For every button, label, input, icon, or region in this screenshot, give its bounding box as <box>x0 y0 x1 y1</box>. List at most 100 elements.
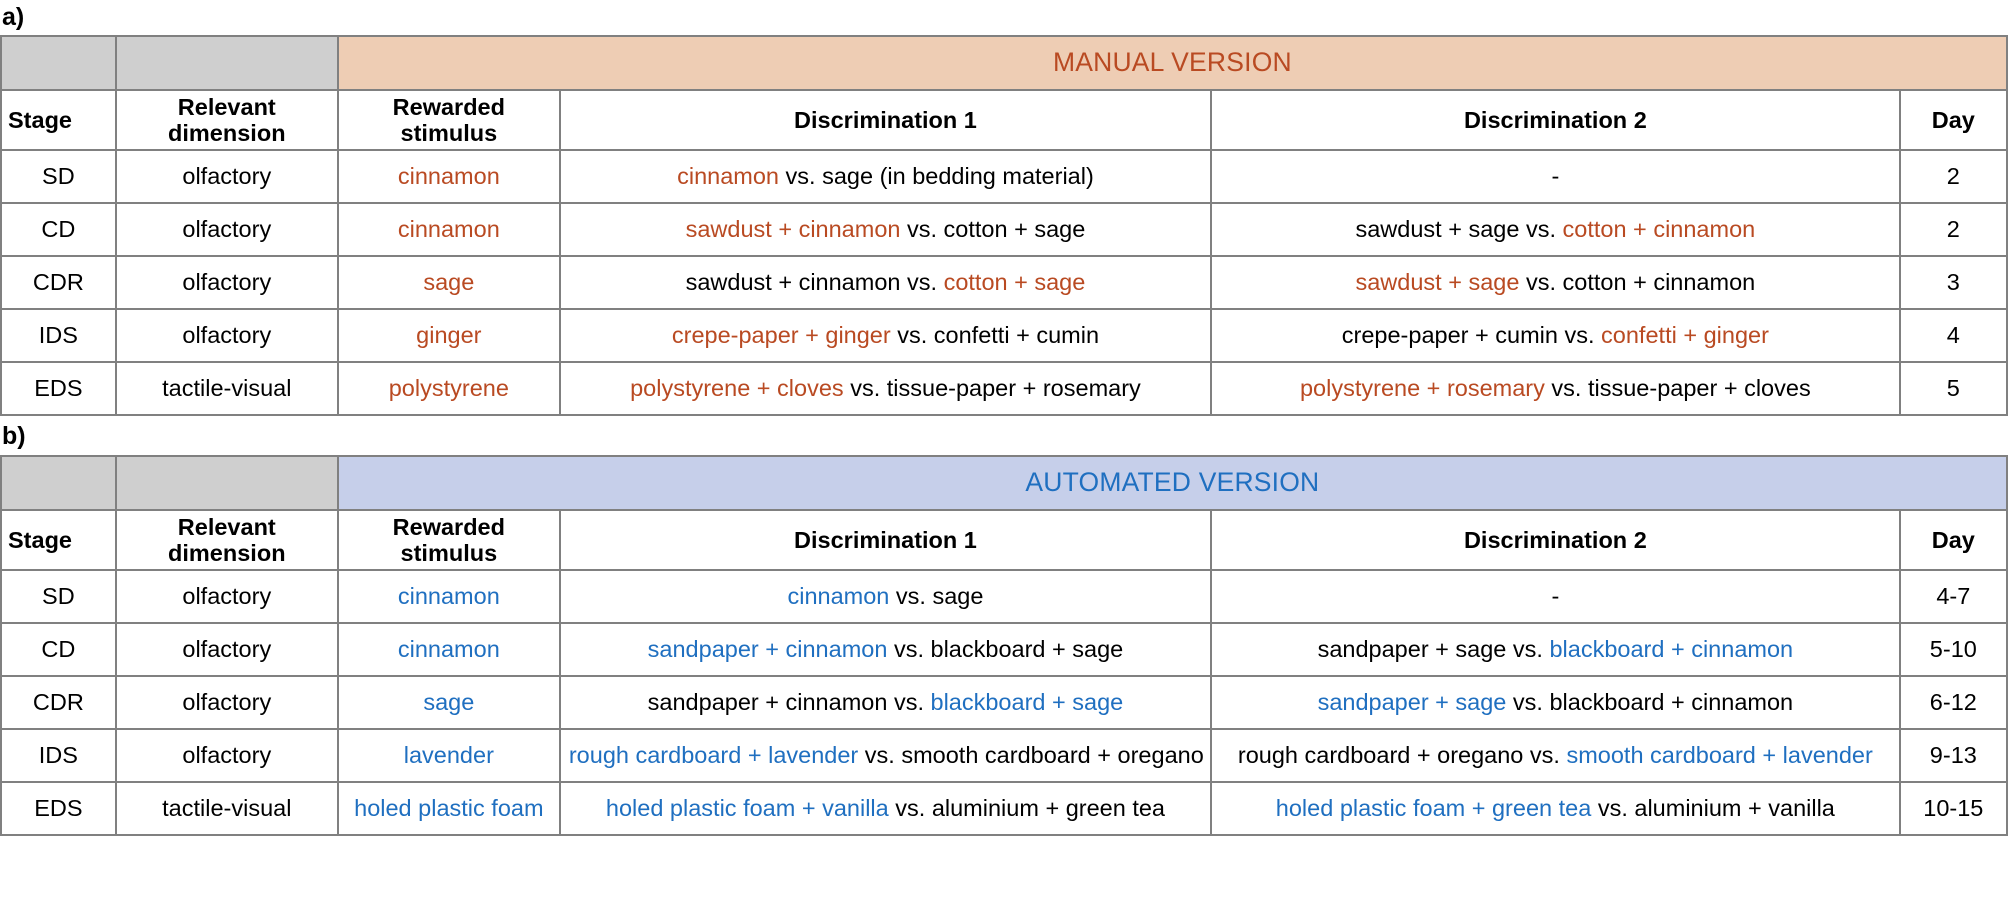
plain-term: vs. tissue-paper + rosemary <box>843 375 1141 402</box>
panel-label-b: b) <box>2 422 26 450</box>
cell-dimension: olfactory <box>114 728 339 783</box>
highlighted-term: cinnamon <box>677 163 779 190</box>
cell-discrimination-2: - <box>1210 149 1901 204</box>
cell-discrimination-2: crepe-paper + cumin vs. confetti + ginge… <box>1210 308 1901 363</box>
cell-discrimination-1: sandpaper + cinnamon vs. blackboard + sa… <box>558 622 1213 677</box>
highlighted-term: sawdust + sage <box>1355 269 1520 296</box>
manual-banner-row: MANUAL VERSION <box>0 35 2008 91</box>
header-rewarded-stimulus: Rewarded stimulus <box>336 509 561 571</box>
corner-cell-blank-1 <box>0 35 117 91</box>
header-rewarded-stimulus-line1: Rewarded <box>392 93 505 120</box>
cell-discrimination-1: crepe-paper + ginger vs. confetti + cumi… <box>558 308 1213 363</box>
cell-discrimination-2: sawdust + sage vs. cotton + cinnamon <box>1210 202 1901 257</box>
header-stage: Stage <box>0 89 117 151</box>
cell-discrimination-1: polystyrene + cloves vs. tissue-paper + … <box>558 361 1213 416</box>
cell-stimulus: cinnamon <box>336 149 561 204</box>
corner-cell-blank-3 <box>0 455 117 511</box>
highlighted-term: blackboard + sage <box>930 689 1124 716</box>
manual-version-banner: MANUAL VERSION <box>336 35 2008 91</box>
cell-day: 4 <box>1898 308 2008 363</box>
header-relevant-dimension-line1: Relevant <box>177 93 276 120</box>
plain-term: vs. blackboard + sage <box>887 636 1124 663</box>
table-row: SD olfactory cinnamon cinnamon vs. sage … <box>0 569 2008 624</box>
cell-dimension: tactile-visual <box>114 361 339 416</box>
highlighted-term: polystyrene + cloves <box>630 375 844 402</box>
cell-stimulus: cinnamon <box>336 622 561 677</box>
highlighted-term: holed plastic foam + vanilla <box>605 795 889 822</box>
cell-stage: IDS <box>0 308 117 363</box>
highlighted-term: confetti + ginger <box>1601 322 1769 349</box>
header-stage: Stage <box>0 509 117 571</box>
header-discrimination-2: Discrimination 2 <box>1210 89 1901 151</box>
header-discrimination-1: Discrimination 1 <box>558 509 1213 571</box>
cell-stimulus: sage <box>336 675 561 730</box>
cell-discrimination-2: sawdust + sage vs. cotton + cinnamon <box>1210 255 1901 310</box>
cell-discrimination-2: - <box>1210 569 1901 624</box>
cell-day: 2 <box>1898 149 2008 204</box>
plain-term: vs. sage (in bedding material) <box>779 163 1094 190</box>
plain-term: - <box>1551 583 1560 610</box>
header-relevant-dimension: Relevant dimension <box>114 509 339 571</box>
plain-term: - <box>1551 163 1560 190</box>
plain-term: vs. sage <box>889 583 984 610</box>
table-row: IDS olfactory ginger crepe-paper + ginge… <box>0 308 2008 363</box>
plain-term: sawdust + cinnamon vs. <box>685 269 944 296</box>
cell-discrimination-1: cinnamon vs. sage <box>558 569 1213 624</box>
table-row: IDS olfactory lavender rough cardboard +… <box>0 728 2008 783</box>
plain-term: vs. cotton + cinnamon <box>1519 269 1756 296</box>
cell-stimulus: sage <box>336 255 561 310</box>
header-relevant-dimension: Relevant dimension <box>114 89 339 151</box>
cell-dimension: olfactory <box>114 202 339 257</box>
highlighted-term: holed plastic foam + green tea <box>1275 795 1592 822</box>
header-rewarded-stimulus-line1: Rewarded <box>392 513 505 540</box>
cell-dimension: olfactory <box>114 622 339 677</box>
highlighted-term: sandpaper + sage <box>1317 689 1507 716</box>
manual-version-table: MANUAL VERSION Stage Relevant dimension … <box>0 35 2008 416</box>
highlighted-term: sage <box>423 269 475 296</box>
plain-term: sandpaper + cinnamon vs. <box>647 689 931 716</box>
highlighted-term: blackboard + cinnamon <box>1549 636 1794 663</box>
cell-stimulus: polystyrene <box>336 361 561 416</box>
cell-discrimination-1: sawdust + cinnamon vs. cotton + sage <box>558 255 1213 310</box>
plain-term: vs. confetti + cumin <box>890 322 1100 349</box>
cell-stage: CD <box>0 622 117 677</box>
header-rewarded-stimulus-line2: stimulus <box>400 540 498 566</box>
cell-stimulus: cinnamon <box>336 202 561 257</box>
plain-term: rough cardboard + oregano vs. <box>1237 742 1567 769</box>
cell-stage: EDS <box>0 361 117 416</box>
highlighted-term: cinnamon <box>397 163 500 190</box>
highlighted-term: lavender <box>403 742 494 769</box>
plain-term: vs. aluminium + green tea <box>888 795 1165 822</box>
plain-term: vs. smooth cardboard + oregano <box>858 742 1204 769</box>
cell-stage: EDS <box>0 781 117 836</box>
cell-stimulus: holed plastic foam <box>336 781 561 836</box>
table-row: CD olfactory cinnamon sawdust + cinnamon… <box>0 202 2008 257</box>
plain-term: vs. tissue-paper + cloves <box>1544 375 1811 402</box>
cell-day: 3 <box>1898 255 2008 310</box>
header-day: Day <box>1898 89 2008 151</box>
cell-day: 6-12 <box>1898 675 2008 730</box>
header-relevant-dimension-line1: Relevant <box>177 513 276 540</box>
highlighted-term: sandpaper + cinnamon <box>647 636 888 663</box>
cell-dimension: olfactory <box>114 308 339 363</box>
header-relevant-dimension-line2: dimension <box>168 540 286 566</box>
header-discrimination-1: Discrimination 1 <box>558 89 1213 151</box>
cell-stage: SD <box>0 569 117 624</box>
cell-day: 10-15 <box>1898 781 2008 836</box>
cell-discrimination-2: polystyrene + rosemary vs. tissue-paper … <box>1210 361 1901 416</box>
highlighted-term: rough cardboard + lavender <box>568 742 859 769</box>
highlighted-term: crepe-paper + ginger <box>671 322 891 349</box>
plain-term: crepe-paper + cumin vs. <box>1341 322 1602 349</box>
highlighted-term: cotton + cinnamon <box>1562 216 1756 243</box>
highlighted-term: cinnamon <box>397 636 500 663</box>
cell-stimulus: ginger <box>336 308 561 363</box>
cell-stage: IDS <box>0 728 117 783</box>
highlighted-term: holed plastic foam <box>354 795 544 822</box>
automated-version-banner: AUTOMATED VERSION <box>336 455 2008 511</box>
cell-dimension: olfactory <box>114 675 339 730</box>
cell-dimension: olfactory <box>114 569 339 624</box>
cell-stage: CDR <box>0 675 117 730</box>
highlighted-term: polystyrene + rosemary <box>1299 375 1545 402</box>
corner-cell-blank-2 <box>114 35 339 91</box>
